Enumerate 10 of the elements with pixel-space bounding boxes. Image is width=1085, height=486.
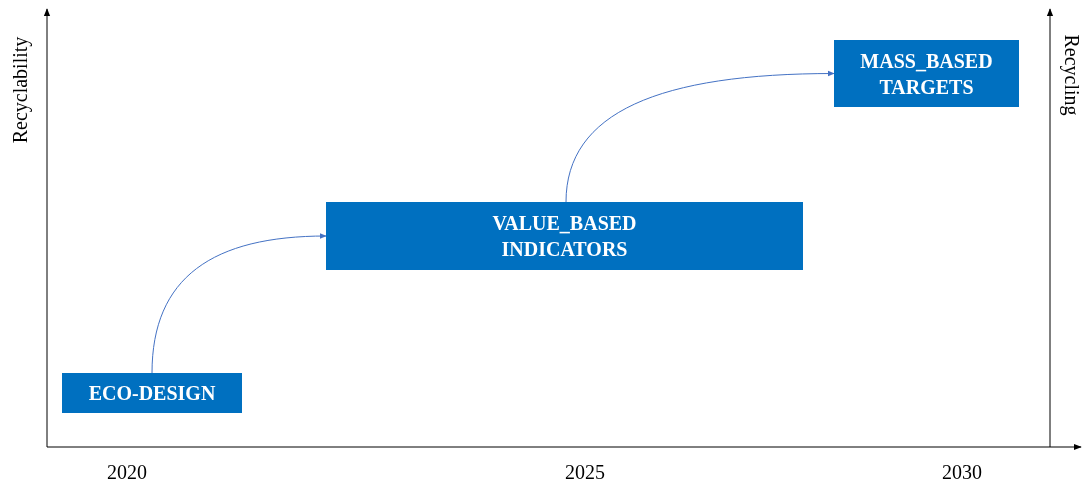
year-label: 2030 bbox=[942, 461, 982, 483]
year-label: 2025 bbox=[565, 461, 605, 483]
year-label: 2020 bbox=[107, 461, 147, 483]
curved-arrow bbox=[565, 70, 835, 203]
axis-title: Recycling bbox=[1061, 34, 1083, 116]
axis-title: Recyclability bbox=[9, 36, 31, 144]
curved-arrow bbox=[151, 233, 327, 374]
milestone-box: ECO-DESIGN bbox=[62, 373, 242, 413]
milestone-box: MASS_BASED TARGETS bbox=[834, 40, 1019, 107]
milestone-box: VALUE_BASED INDICATORS bbox=[326, 202, 803, 270]
